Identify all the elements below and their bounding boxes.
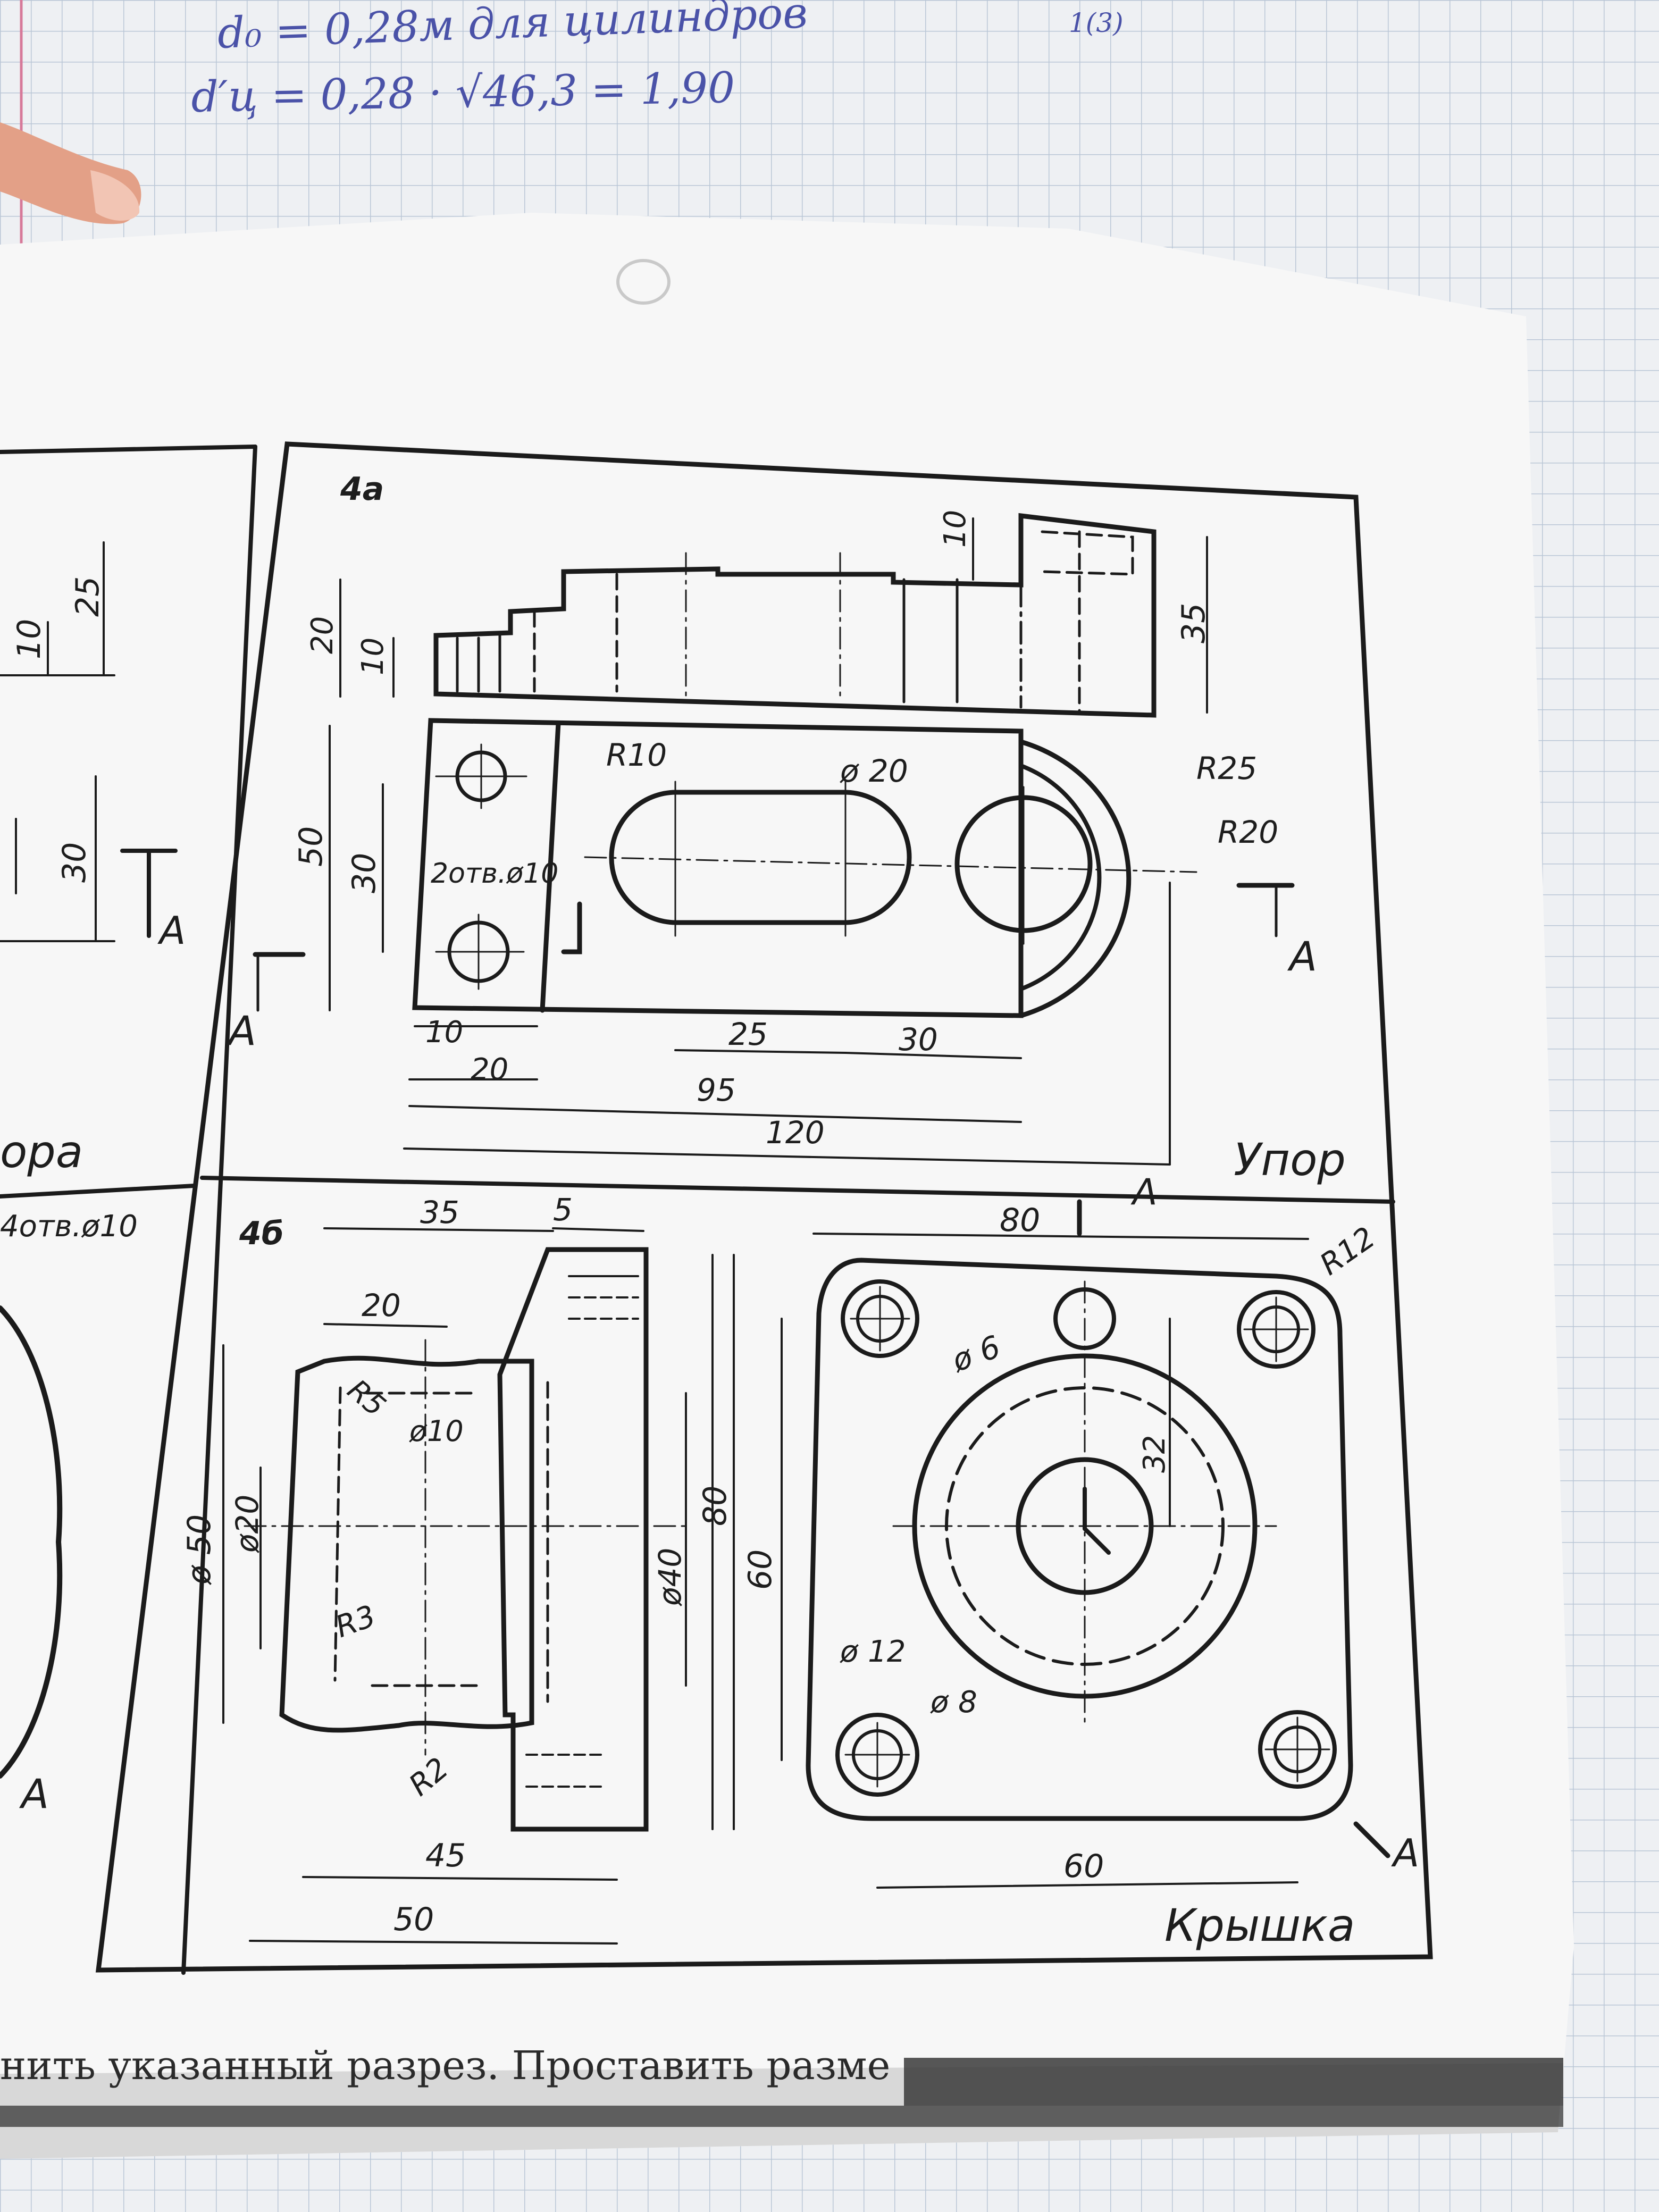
dim-phi10: ø10 [409, 1414, 464, 1448]
dim-10: 10 [356, 638, 390, 675]
dim-120: 120 [766, 1115, 825, 1151]
dim-r25: R25 [1196, 750, 1257, 786]
dim-80-vertical: 80 [697, 1486, 734, 1526]
dim-20: 20 [305, 616, 340, 654]
dim-5: 5 [553, 1192, 573, 1228]
dim-35: 35 [1175, 603, 1212, 643]
exercise-4b-title: Крышка [1164, 1899, 1355, 1951]
dim-phi8: ø 8 [930, 1685, 977, 1720]
dim-top-10: 10 [938, 510, 973, 548]
dim-50: 50 [393, 1901, 434, 1938]
kryshka-front-view [806, 1258, 1353, 1821]
dim-45: 45 [425, 1837, 466, 1874]
left-section-mark: A [157, 908, 186, 953]
dim-phi20: ø 20 [840, 753, 908, 789]
exercise-4a-labels: 4а Упор 10 35 20 10 50 30 R10 ø 20 R25 R… [226, 471, 1346, 1186]
dim-60: 60 [1063, 1848, 1104, 1885]
page-caption: нить указанный разрез. Проставить разме [0, 2043, 890, 2089]
dark-strip [0, 2106, 1563, 2127]
dim-20-4b: 20 [362, 1287, 401, 1323]
left-note-fragment: 4отв.ø10 [0, 1209, 138, 1244]
left-panel [0, 445, 257, 1975]
dim-holes: 2отв.ø10 [431, 858, 558, 890]
note-line-2: d′ц = 0,28 · √46,3 = 1,90 [191, 63, 735, 122]
dim-80: 80 [1000, 1202, 1040, 1239]
dim-10-bottom: 10 [425, 1015, 463, 1050]
dim-20-bottom: 20 [471, 1052, 508, 1087]
dim-60-vertical: 60 [742, 1549, 779, 1590]
torn-edge [904, 2058, 1563, 2106]
dim-phi20: ø20 [229, 1495, 265, 1553]
upor-top-view [433, 513, 1157, 718]
dim-25: 25 [728, 1016, 768, 1052]
note-corner: 1(3) [1069, 7, 1124, 38]
printed-page [0, 213, 1574, 2159]
dim-30-bottom: 30 [899, 1021, 938, 1058]
dim-50: 50 [292, 826, 330, 867]
exercise-4a-label: 4а [340, 471, 384, 508]
upor-front-view [412, 718, 1197, 1018]
left-dim-25: 25 [69, 576, 106, 617]
section-mark-a-left: A [226, 1007, 256, 1054]
left-dim-30: 30 [56, 842, 93, 883]
dim-r20: R20 [1218, 814, 1278, 850]
left-dim-10: 10 [11, 619, 48, 659]
dim-phi50: ø 50 [181, 1514, 218, 1585]
dim-95: 95 [697, 1072, 736, 1108]
dim-30: 30 [346, 853, 383, 893]
dim-35-4b: 35 [420, 1194, 459, 1230]
left-section-mark-2: A [19, 1770, 49, 1817]
dim-phi12: ø 12 [840, 1635, 906, 1669]
exercise-4a-title: Упор [1234, 1134, 1346, 1186]
left-title-fragment: ора [0, 1126, 83, 1178]
exercise-4b-label: 4б [239, 1215, 284, 1252]
dimension-lines [222, 517, 1309, 1945]
binder-hole [616, 259, 671, 305]
left-panel-labels: 25 10 30 A ора 4отв.ø10 A [0, 576, 186, 1817]
section-mark-a-top: A [1130, 1171, 1158, 1213]
kryshka-side-view [244, 1247, 692, 1832]
exercise-frame [95, 441, 1433, 1973]
section-mark-a-right: A [1287, 933, 1317, 980]
section-mark-a-corner: A [1391, 1831, 1419, 1875]
dim-r10: R10 [606, 737, 667, 773]
dim-32: 32 [1137, 1435, 1172, 1473]
dim-phi40: ø40 [652, 1548, 688, 1606]
section-marks [253, 883, 1390, 1858]
